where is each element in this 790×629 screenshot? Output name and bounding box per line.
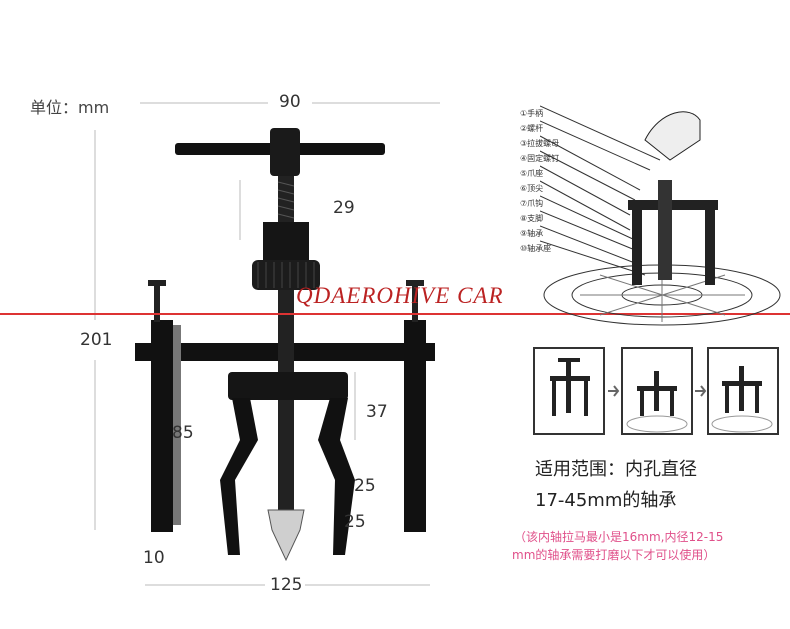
legend-item: ②螺杆 bbox=[520, 124, 544, 133]
watermark: QDAERОHIVE CAR bbox=[296, 283, 504, 308]
parts-legend: ①手柄 ②螺杆 ③拉拔螺母 ④固定螺钉 ⑤爪座 ⑥顶尖 ⑦爪钩 ⑧支脚 ⑨轴承 … bbox=[520, 108, 630, 258]
unit-label: 单位：mm bbox=[30, 98, 110, 117]
puller-tool-drawing bbox=[94, 102, 440, 586]
applicable-range-line1: 适用范围：内孔直径 bbox=[535, 459, 697, 480]
applicable-range-line2: 17-45mm的轴承 bbox=[535, 490, 677, 511]
legend-item: ⑨轴承 bbox=[520, 229, 544, 238]
dim-bottom-width: 125 bbox=[270, 575, 303, 595]
dim-jaw-mid: 25 bbox=[354, 476, 376, 496]
usage-note-line1: （该内轴拉马最小是16mm,内径12-15 bbox=[514, 530, 724, 544]
left-leg-side bbox=[173, 325, 181, 525]
legend-item: ⑧支脚 bbox=[520, 214, 544, 223]
dim-handle-height: 29 bbox=[333, 198, 355, 218]
handle-block bbox=[270, 128, 300, 176]
installation-sketch bbox=[540, 105, 781, 326]
legend-item: ⑤爪座 bbox=[520, 169, 544, 178]
dim-total-height: 201 bbox=[80, 330, 113, 350]
left-jaw bbox=[220, 398, 258, 555]
knurled-nut bbox=[252, 260, 320, 290]
legend-item: ⑩轴承座 bbox=[520, 244, 552, 253]
legend-item: ⑦爪钩 bbox=[520, 199, 544, 208]
right-leg bbox=[404, 320, 426, 532]
usage-steps bbox=[533, 347, 779, 435]
right-jaw bbox=[318, 398, 355, 555]
dim-leg-width: 10 bbox=[143, 548, 165, 568]
dim-top-width: 90 bbox=[279, 92, 301, 112]
dim-jaw-upper: 37 bbox=[366, 402, 388, 422]
legend-item: ①手柄 bbox=[520, 109, 544, 118]
jaw-seat bbox=[228, 372, 348, 400]
center-tip bbox=[267, 509, 305, 562]
usage-note-line2: mm的轴承需要打磨以下才可以使用） bbox=[512, 548, 716, 562]
legend-item: ⑥顶尖 bbox=[520, 184, 544, 193]
right-fix-screw bbox=[412, 280, 418, 322]
dim-leg-height: 85 bbox=[172, 423, 194, 443]
dim-jaw-lower: 25 bbox=[344, 512, 366, 532]
hex-nut bbox=[263, 222, 309, 262]
red-guide-line bbox=[0, 313, 790, 315]
left-leg bbox=[151, 320, 173, 532]
left-fix-screw bbox=[154, 280, 160, 322]
legend-item: ④固定螺钉 bbox=[520, 154, 560, 163]
legend-item: ③拉拔螺母 bbox=[520, 139, 560, 148]
dimension-lines bbox=[94, 102, 440, 586]
